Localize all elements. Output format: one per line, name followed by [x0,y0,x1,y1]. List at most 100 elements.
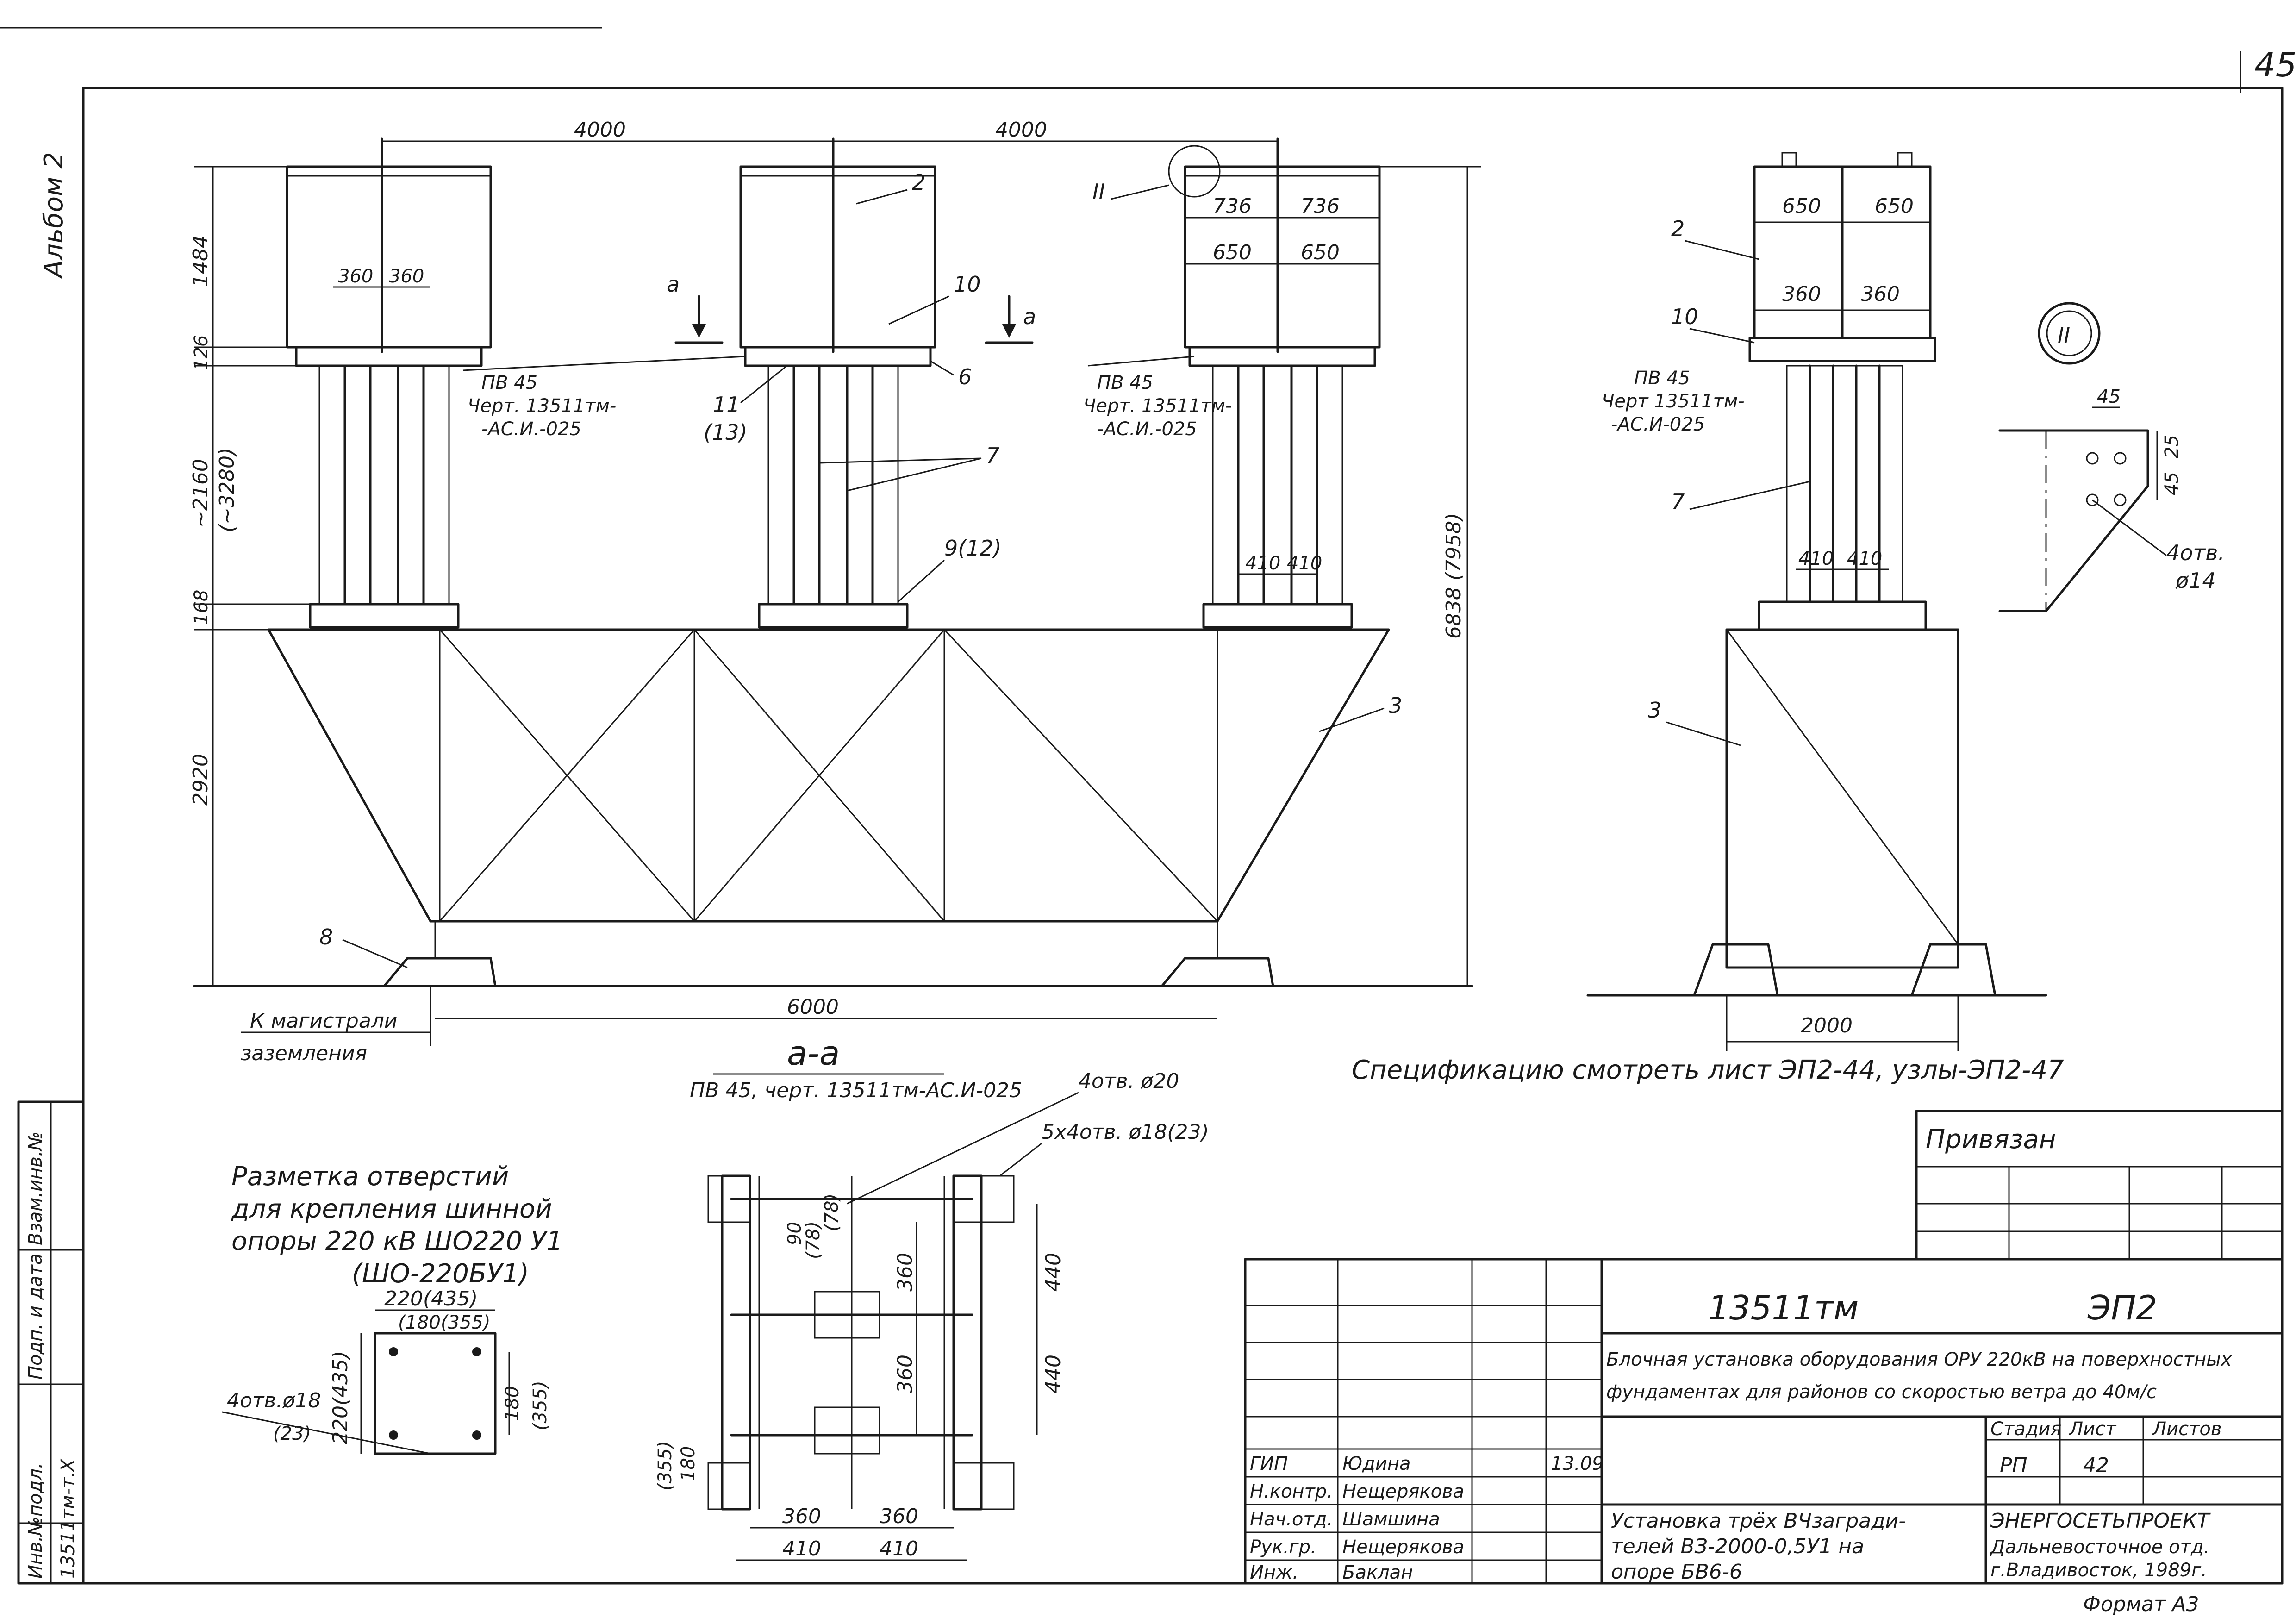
stage-value: РП [2000,1454,2028,1477]
section-aa-holes-a: 4отв. ø20 [1079,1069,1179,1093]
section-aa-subtitle: ПВ 45, черт. 13511тм-АС.И-025 [690,1079,1022,1102]
detail-ii: II 45 25 45 4отв. ø14 [1998,302,2225,612]
side-dim-base: 2000 [1801,1014,1853,1037]
ground-note-1: К магистрали [250,1009,398,1033]
dim-736a: 736 [1213,194,1252,218]
name-3: Нещерякова [1342,1537,1464,1558]
dim-360b: 360 [389,266,424,287]
pv-left-3: -АС.И.-025 [481,418,581,440]
aa-dim-360h1: 360 [782,1505,821,1528]
side-label-2: 2 [1671,216,1685,241]
item-3: опоре БВ6-6 [1611,1560,1742,1584]
org-2: Дальневосточное отд. [1990,1537,2209,1558]
date-0: 13.09 [1551,1453,1604,1474]
org-3: г.Владивосток, 1989г. [1990,1560,2207,1581]
corner-number: 45 [2254,45,2296,84]
section-aa: а-а ПВ 45, черт. 13511тм-АС.И-025 4отв. … [655,1034,1209,1561]
detail-holes-1: 4отв. [2166,540,2225,565]
side-pv-2: Черт 13511тм- [1602,391,1745,412]
dim-736b: 736 [1301,194,1340,218]
desc-1: Блочная установка оборудования ОРУ 220кВ… [1606,1349,2232,1370]
dim-h-col: ~2160 [189,459,212,528]
marking-holes: 4отв.ø18 [227,1389,321,1412]
sheet-frame [82,87,2284,1585]
pv-left-1: ПВ 45 [481,372,537,394]
inv-label: Инв.№подл. [25,1462,46,1579]
dim-410a: 410 [1245,553,1280,574]
aa-dim-90: 90 [784,1222,805,1245]
aa-dim-180: 180 [678,1446,699,1481]
marking-title-2: для крепления шинной [231,1194,552,1224]
aa-dim-360v1: 360 [893,1253,917,1292]
marking-dim-180v: 180 [502,1386,523,1421]
replace-label: Взам.инв.№ [25,1131,46,1245]
marking-holes-alt: (23) [273,1423,311,1444]
role-1: Н.контр. [1250,1481,1333,1502]
album-label: Альбом 2 [39,152,69,279]
side-view: 650 650 360 360 410 410 2000 2 10 7 3 ПВ… [1586,152,2047,1051]
aa-dim-360v2: 360 [893,1355,917,1393]
marking-title-3: опоры 220 кВ ШО220 У1 [231,1226,563,1256]
marking-title-4: (ШО-220БУ1) [352,1259,529,1289]
name-2: Шамшина [1342,1509,1440,1530]
org-1: ЭНЕРГОСЕТЬПРОЕКТ [1990,1509,2211,1533]
aa-dim-410h2: 410 [880,1537,918,1561]
detail-dim-45b: 45 [2161,472,2183,495]
privyazan: Привязан [1926,1124,2056,1155]
side-label-10: 10 [1671,304,1698,329]
side-dim-360b: 360 [1861,282,1900,306]
dim-h-2920: 2920 [189,754,212,806]
label-11: 11 [713,392,740,417]
dim-span1: 4000 [574,118,626,142]
desc-2: фундаментах для районов со скоростью вет… [1606,1381,2157,1403]
blocking-unit-3 [1168,137,1381,629]
item-2: телей ВЗ-2000-0,5У1 на [1611,1535,1864,1558]
node-ii-marker [1168,145,1221,198]
label-6: 6 [958,364,972,389]
sign-label: Подп. и дата [25,1254,46,1380]
aa-dim-360h2: 360 [880,1505,918,1528]
section-aa-holes-b: 5х4отв. ø18(23) [1042,1120,1209,1144]
marking-title-1: Разметка отверстий [231,1162,509,1192]
format-label: Формат А3 [2083,1593,2199,1616]
pv-left-2: Черт. 13511тм- [468,395,616,417]
dim-360a: 360 [338,266,373,287]
pv-right-1: ПВ 45 [1097,372,1153,394]
label-9-12: 9(12) [944,536,1002,561]
front-view: 4000 4000 1484 126 ~2160 (~3280) 168 292… [189,118,1481,1065]
sheets-label: Листов [2152,1418,2221,1440]
side-label-7: 7 [1671,489,1685,514]
detail-dim-45a: 45 [2097,386,2121,407]
aa-dim-410h1: 410 [782,1537,821,1561]
role-2: Нач.отд. [1250,1509,1333,1530]
dim-650a: 650 [1213,241,1252,264]
name-1: Нещерякова [1342,1481,1464,1502]
dim-total: 6838 (7958) [1442,513,1466,639]
dim-span2: 4000 [995,118,1047,142]
role-3: Рук.гр. [1250,1537,1316,1558]
footing-right [1160,957,1274,987]
dim-650b: 650 [1301,241,1340,264]
dim-base: 6000 [787,995,839,1019]
marking-dim-180: (180(355) [398,1312,491,1333]
label-13: (13) [704,420,747,445]
blocking-unit-2 [739,137,936,629]
side-dim-410b: 410 [1847,548,1882,569]
blocking-unit-1 [286,137,492,629]
stage-label: Стадия [1990,1418,2061,1440]
title-block: Привязан 13511тм ЭП2 Блочная установка о… [1244,1110,2284,1585]
section-a-right: а [1023,304,1036,329]
side-dim-360a: 360 [1782,282,1821,306]
side-pv-1: ПВ 45 [1634,368,1690,389]
aa-dim-440a: 440 [1042,1253,1065,1292]
section-aa-title: а-а [787,1034,840,1073]
label-10: 10 [954,272,981,297]
detail-dim-25: 25 [2161,435,2183,458]
side-dim-650a: 650 [1782,194,1821,218]
side-pv-3: -АС.И-025 [1611,414,1705,435]
name-0: Юдина [1342,1453,1411,1474]
detail-holes-2: ø14 [2175,568,2216,593]
aa-dim-355: (355) [655,1441,676,1491]
ground-note-2: заземления [241,1042,367,1065]
